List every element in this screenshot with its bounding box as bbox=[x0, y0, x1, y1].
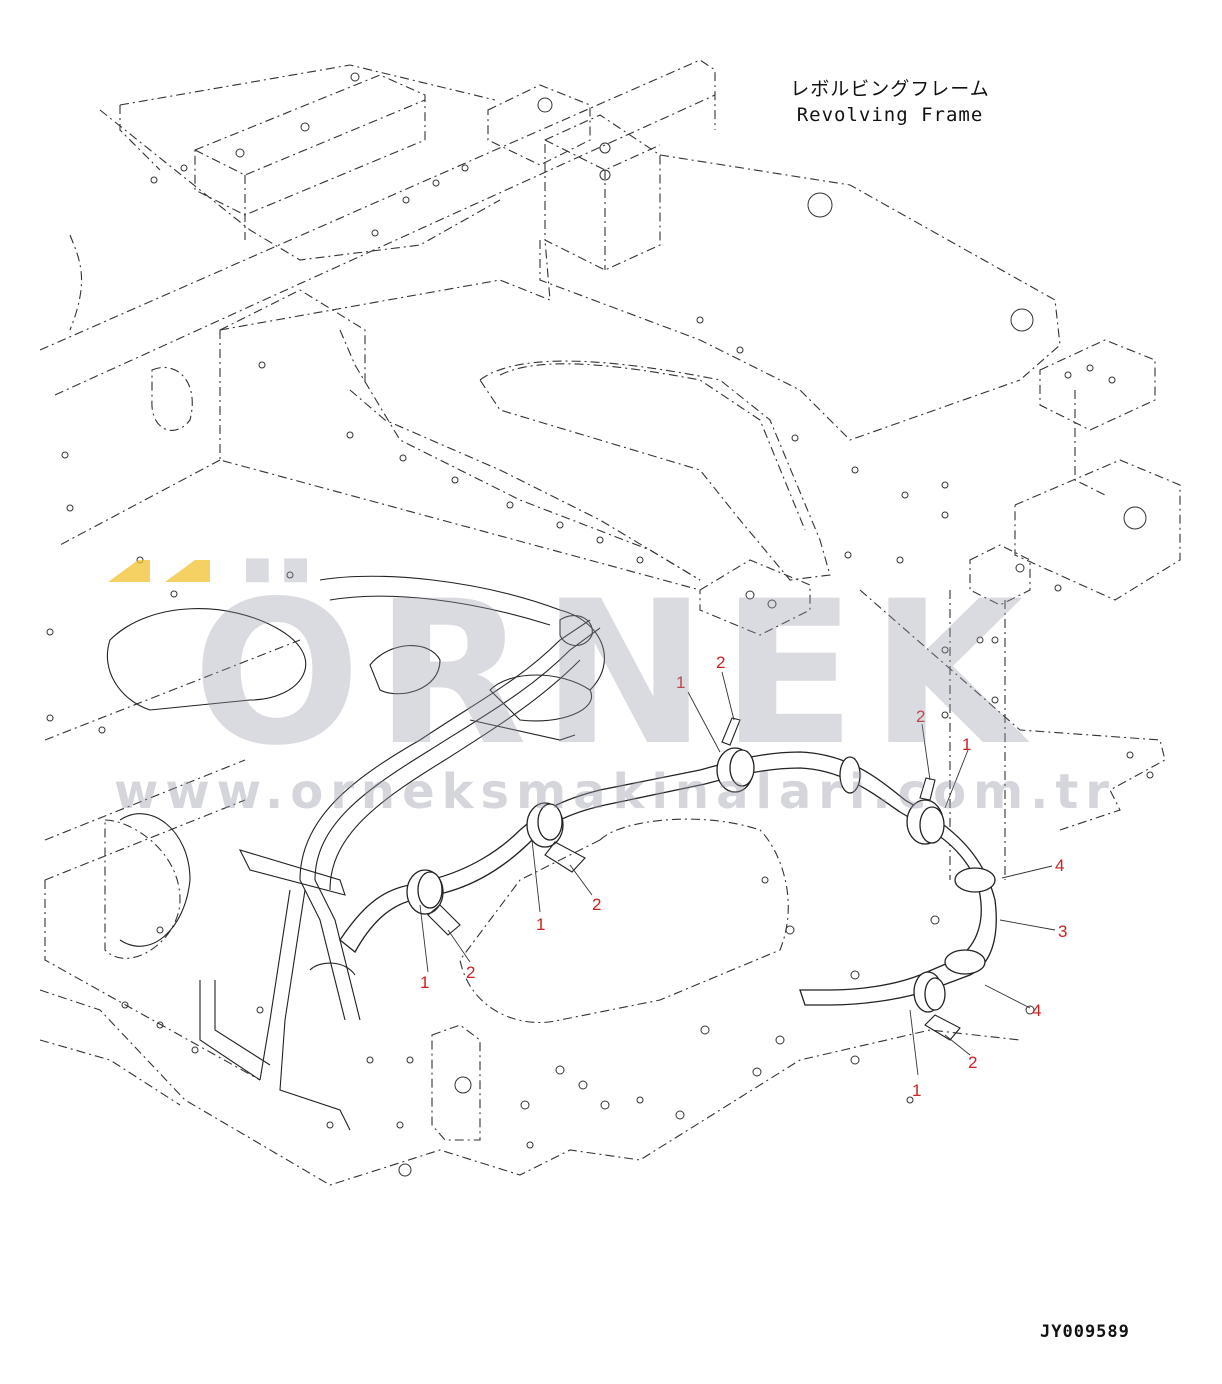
callout-1: 1 bbox=[676, 673, 685, 692]
watermark-brand: ÖRNEK bbox=[192, 558, 1038, 789]
callout-1: 1 bbox=[536, 915, 545, 934]
watermark-url: www.orneksmakinalari.com.tr bbox=[114, 764, 1116, 820]
callout-2: 2 bbox=[466, 963, 475, 982]
callout-2: 2 bbox=[916, 707, 925, 726]
frame-label-japanese: レボルビングフレーム bbox=[790, 78, 990, 100]
callout-3: 3 bbox=[1058, 922, 1067, 941]
watermark-accent bbox=[108, 560, 210, 582]
frame-label-english: Revolving Frame bbox=[796, 104, 984, 126]
callout-2: 2 bbox=[592, 895, 601, 914]
hose-assembly bbox=[106, 575, 997, 1131]
callout-1: 1 bbox=[420, 973, 429, 992]
callout-2: 2 bbox=[716, 653, 725, 672]
callout-numbers: 1 2 2 1 1 2 1 2 1 2 4 3 4 bbox=[420, 653, 1067, 1100]
callout-4: 4 bbox=[1055, 856, 1064, 875]
callout-leaders bbox=[419, 671, 1056, 1076]
bolt-holes bbox=[46, 72, 1154, 1177]
callout-2: 2 bbox=[968, 1053, 977, 1072]
document-code: JY009589 bbox=[1040, 1322, 1130, 1342]
callout-1: 1 bbox=[912, 1081, 921, 1100]
frame-label: レボルビングフレーム Revolving Frame bbox=[760, 76, 1020, 128]
callout-1: 1 bbox=[962, 735, 971, 754]
callout-4: 4 bbox=[1032, 1001, 1041, 1020]
